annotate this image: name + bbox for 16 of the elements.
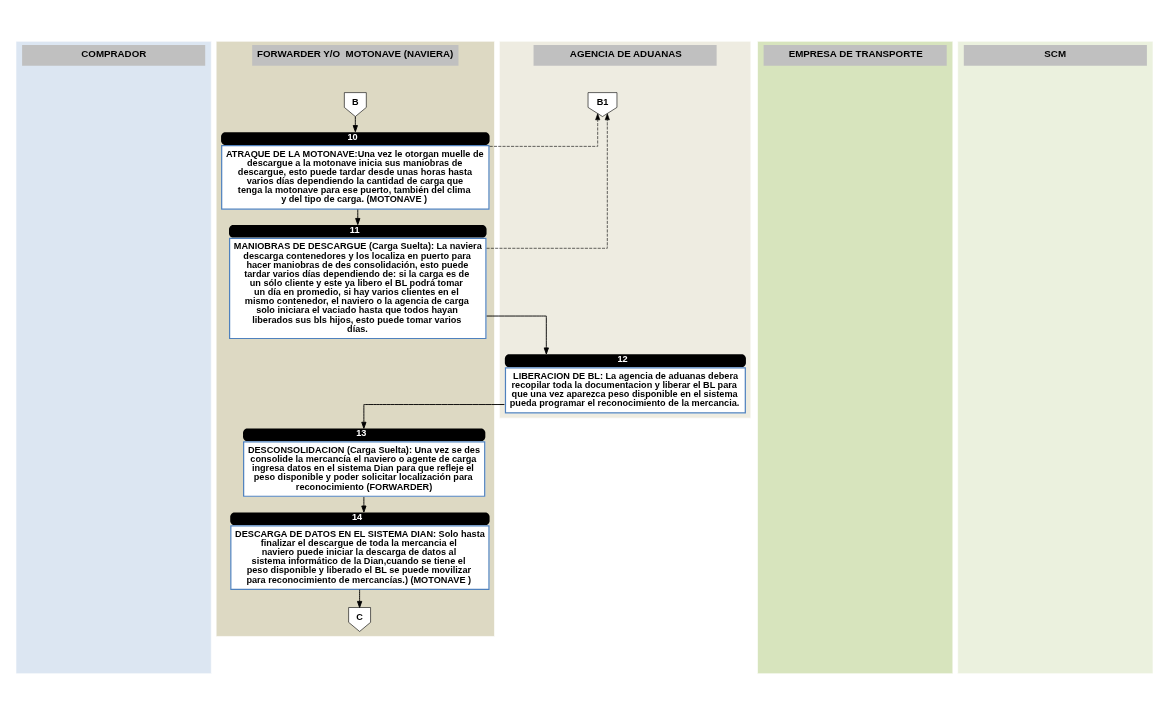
arrow [357, 588, 363, 608]
node-label: 11 [349, 224, 360, 235]
node-box: COMPRADOR [15, 40, 212, 674]
arrow [361, 403, 505, 429]
arrow [489, 112, 601, 147]
node-box: EMPRESA DE TRANSPORTE [757, 40, 954, 674]
arrow [361, 496, 367, 513]
node-label: 14 [351, 511, 363, 522]
arrow [355, 208, 361, 225]
arrow [486, 112, 610, 249]
node-label: 13 [356, 427, 367, 438]
arrow [352, 115, 358, 132]
node-box: SCM [957, 40, 1154, 674]
node-label: 12 [617, 353, 628, 364]
node-label: 10 [347, 131, 358, 142]
arrow [486, 315, 549, 354]
